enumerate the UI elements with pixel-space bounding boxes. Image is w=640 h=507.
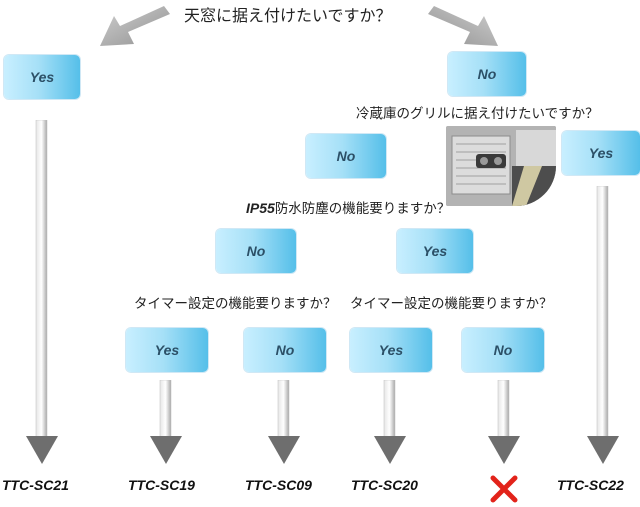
no-grille-box: No: [306, 134, 386, 178]
yes-ceiling-box: Yes: [4, 55, 80, 99]
question-ceiling: 天窓に据え付けたいですか？: [184, 6, 392, 25]
yes-grille-box: Yes: [562, 131, 640, 175]
down-arrow-icon: [587, 186, 619, 464]
red-cross-icon: [490, 475, 518, 503]
ip55-label: IP55: [246, 200, 275, 216]
result-ttc-sc19: TTC-SC19: [128, 477, 195, 493]
no-timer-box-1: No: [244, 328, 326, 372]
down-arrow-icon: [150, 380, 182, 464]
down-arrow-icon: [374, 380, 406, 464]
question-timer-left: タイマー設定の機能要りますか？: [134, 296, 337, 312]
yes-ip55-box: Yes: [397, 229, 473, 273]
down-arrow-icon: [488, 380, 520, 464]
product-photo: [446, 126, 556, 206]
down-arrow-icon: [268, 380, 300, 464]
no-timer-box-2: No: [462, 328, 544, 372]
result-ttc-sc22: TTC-SC22: [557, 477, 624, 493]
result-ttc-sc21: TTC-SC21: [2, 477, 69, 493]
question-fridge-grille: 冷蔵庫のグリルに据え付けたいですか？: [356, 106, 599, 122]
question-timer-right: タイマー設定の機能要りますか？: [350, 296, 553, 312]
ip55-question-text: 防水防塵の機能要りますか？: [274, 201, 451, 217]
yes-timer-box-2: Yes: [350, 328, 432, 372]
yes-timer-box-1: Yes: [126, 328, 208, 372]
no-ceiling-box: No: [448, 52, 526, 96]
result-ttc-sc20: TTC-SC20: [351, 477, 418, 493]
question-ip55: IP55防水防塵の機能要りますか？: [246, 197, 450, 217]
result-ttc-sc09: TTC-SC09: [245, 477, 312, 493]
diagonal-arrow-left-icon: [100, 6, 170, 46]
down-arrow-icon: [26, 120, 58, 464]
no-ip55-box: No: [216, 229, 296, 273]
diagonal-arrow-right-icon: [428, 6, 498, 46]
